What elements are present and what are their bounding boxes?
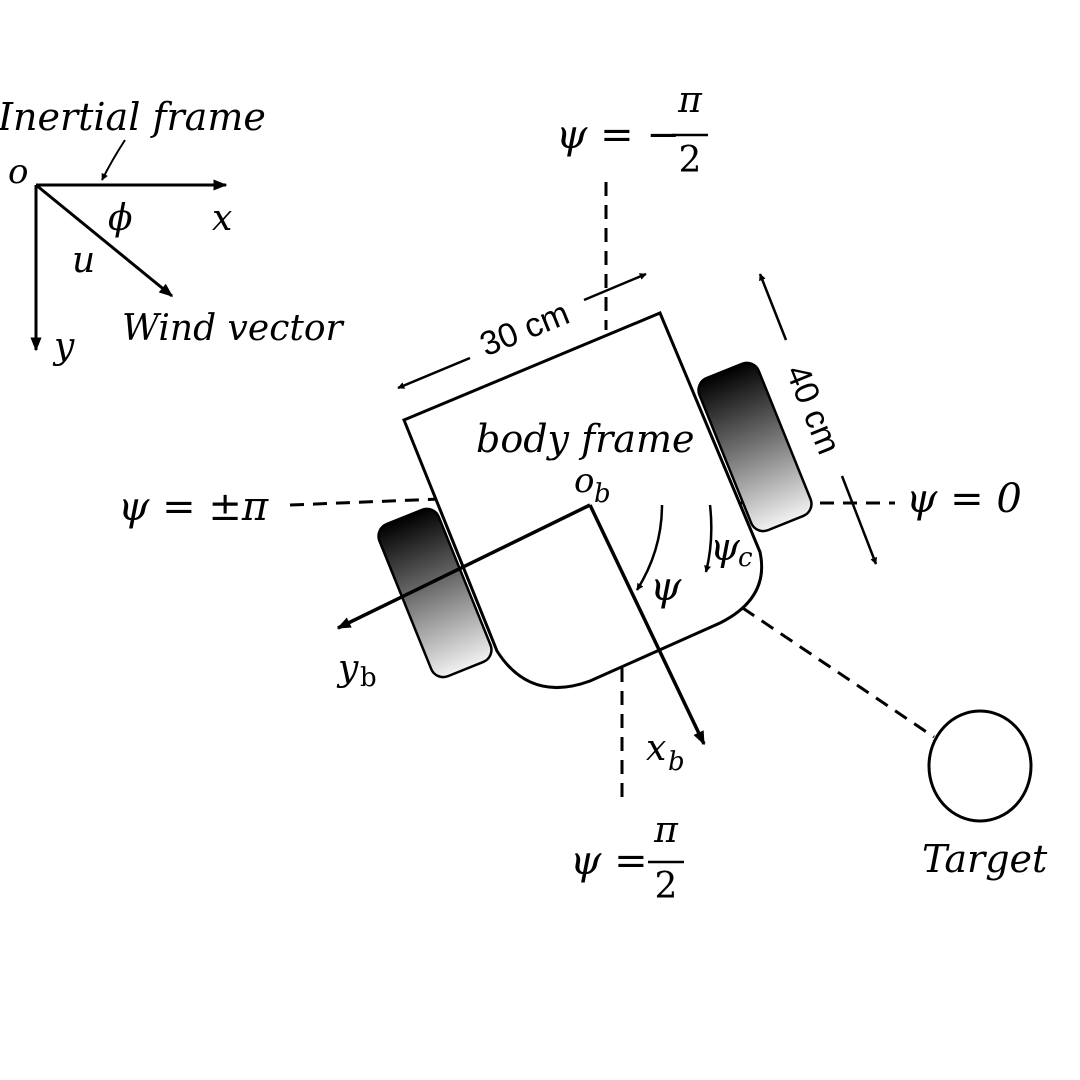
inertial-x-label: x [212,198,232,239]
inertial-frame: Inertial frame o x y ϕ u Wind vector [0,95,345,367]
psi-c-sub: c [738,543,753,573]
left-wheel [377,507,493,679]
length-dimension-arrow-bottom [840,475,878,565]
robot: body frame o b x b y b ψ ψ c 30 cm 40 cm [336,272,878,777]
body-frame-label: body frame [476,417,694,461]
robot-body-outline [402,311,764,689]
psi-angle-arc [635,504,664,591]
target-label: Target [922,837,1048,881]
inertial-origin-label: o [8,152,28,192]
psi-bottom-numerator: π [653,810,679,851]
psi-bottom-lhs: ψ = [570,838,648,884]
body-x-sub: b [668,747,685,777]
right-wheel [697,361,813,533]
body-x-axis-label: x b [646,728,685,777]
body-y-base: y [336,648,359,689]
psi-pm-pi-line [289,497,441,507]
psi-pm-pi-label: ψ = ±π [118,484,269,530]
inertial-frame-pointer [101,139,126,181]
length-dimension-arrow-top [758,273,788,341]
body-origin-sub: b [594,479,611,509]
body-x-base: x [646,728,666,769]
psi-zero-label: ψ = 0 [906,476,1022,522]
width-dimension-arrow-left [397,356,471,390]
inertial-frame-title: Inertial frame [0,95,266,139]
psi-top-lhs: ψ = − [556,112,680,158]
psi-c-base: ψ [710,525,741,569]
psi-top-denominator: 2 [679,140,702,181]
psi-bottom-denominator: 2 [655,866,678,907]
width-dimension-arrow-right [583,272,647,302]
body-origin-base: o [574,461,594,501]
body-y-axis [336,503,591,630]
target-circle [927,709,1033,823]
body-y-sub: b [360,663,377,693]
psi-top-numerator: π [677,80,703,121]
psi-c-angle-label: ψ c [710,525,753,573]
body-x-axis [588,504,706,746]
inertial-y-label: y [52,326,75,367]
psi-angle-label: ψ [650,564,682,610]
body-y-axis-label: y b [336,648,377,693]
psi-c-angle-arc [704,504,713,573]
wind-vector-label: Wind vector [122,308,345,349]
wind-speed-label: u [72,240,95,281]
psi-minus-half-pi-label: ψ = − π 2 [556,80,708,181]
target: Target [922,709,1048,881]
psi-half-pi-label: ψ = π 2 [570,810,684,907]
body-origin-label: o b [574,461,611,509]
wind-vector-arrow [35,183,174,298]
wind-angle-label: ϕ [108,198,133,239]
